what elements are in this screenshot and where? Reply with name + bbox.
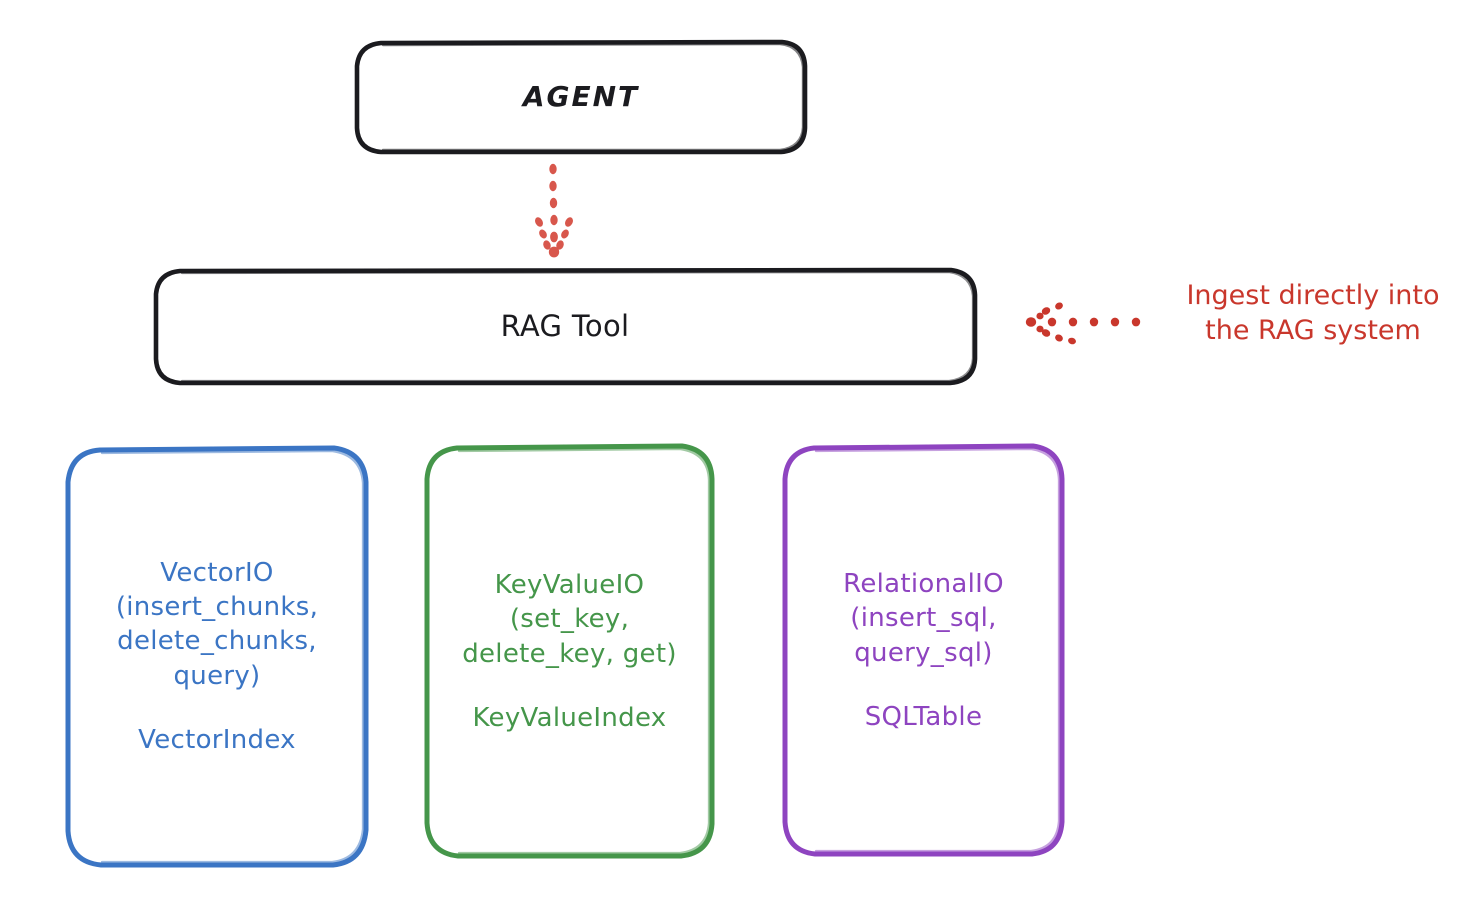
- agent-to-rag-tool-connector: [535, 163, 573, 258]
- vectorio-card[interactable]: [65, 445, 369, 868]
- agent-box[interactable]: [354, 39, 808, 155]
- rag-tool-box[interactable]: [153, 267, 978, 386]
- relationalio-card[interactable]: [782, 443, 1065, 857]
- ingest-connector: [1025, 302, 1141, 345]
- keyvalueio-card[interactable]: [424, 443, 715, 859]
